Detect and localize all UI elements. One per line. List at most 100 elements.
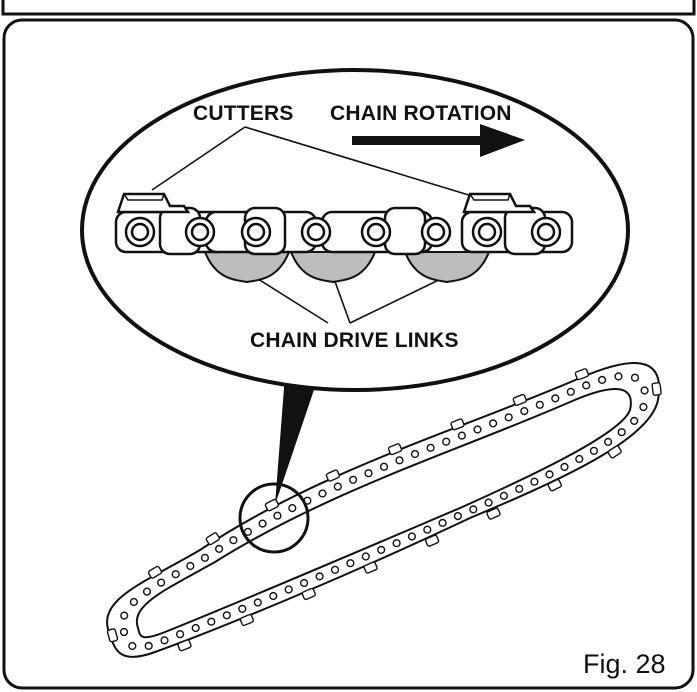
chain-loop	[106, 362, 662, 658]
zoom-circle	[238, 482, 310, 554]
chain-rivet	[186, 561, 195, 571]
chain-rivet	[551, 394, 560, 403]
chain-rivet	[346, 559, 355, 568]
cutters-label: CUTTERS	[193, 102, 294, 125]
chain-rivet	[469, 505, 478, 514]
chain-rivet	[520, 407, 529, 416]
chain-rivet	[120, 611, 129, 620]
chain-rivet	[582, 381, 591, 390]
chain-cutter	[264, 498, 280, 512]
chain-cutter	[424, 534, 440, 547]
chain-rivet	[253, 598, 262, 607]
chain-rivet	[142, 587, 152, 596]
chain-rivet	[438, 518, 447, 528]
chain-rivet	[128, 641, 137, 651]
chain-rivet	[630, 416, 639, 426]
chain-rivet	[504, 413, 513, 422]
right-arrow-icon	[352, 124, 525, 157]
chain-cutter	[607, 445, 622, 459]
rivet-inner	[366, 222, 386, 242]
chain-rivet	[176, 630, 185, 639]
chain-rivet	[639, 402, 648, 412]
chain-rivet	[157, 578, 166, 587]
cutter-tooth-edge	[123, 193, 165, 201]
chain-rivet	[288, 504, 297, 513]
chain-rivet	[222, 611, 231, 620]
callout-pointer	[275, 362, 318, 505]
chain-cutter	[301, 587, 316, 601]
chain-rivet	[489, 419, 498, 428]
chain-rivet	[457, 431, 467, 440]
chain-rivet	[530, 477, 539, 486]
chain-rivet	[515, 484, 524, 493]
chain-rivet	[617, 428, 626, 437]
chain-rivet	[200, 553, 210, 562]
rivet-inner	[130, 222, 150, 242]
chain-cutter	[387, 443, 403, 456]
chain-cutter	[205, 532, 220, 546]
chain-rivet	[410, 449, 420, 459]
chain-rivet	[171, 570, 180, 579]
rivet-inner	[246, 222, 266, 242]
chain-cutter	[147, 565, 163, 579]
header-strip	[1, 0, 696, 16]
chain-rivet	[330, 565, 340, 574]
drive-link-tang	[203, 251, 291, 284]
chain-rivet	[258, 519, 267, 528]
chain-rivet	[191, 623, 200, 633]
rivet-inner	[536, 222, 556, 242]
chain-rivet	[349, 475, 358, 484]
chain-rivet	[243, 527, 253, 536]
chain-cutter	[651, 382, 662, 396]
chain-rivet	[318, 489, 327, 498]
chain-cutter	[450, 418, 465, 431]
chain-cutter	[325, 469, 341, 482]
chain-rivet	[300, 578, 309, 588]
chain-rivet	[119, 627, 129, 637]
cutter-tooth-edge	[469, 193, 511, 201]
chain-rivet	[560, 462, 569, 472]
chain-rivet	[640, 386, 649, 395]
chain-cutter	[486, 507, 501, 520]
chain-rivet	[215, 544, 224, 554]
chain-rivet	[575, 454, 584, 464]
chain-rivet	[473, 425, 482, 434]
chain-rivet	[407, 532, 417, 541]
drive-link-tang	[403, 251, 491, 284]
chain-rivet	[630, 373, 640, 382]
drive-link-tang	[289, 251, 377, 284]
chain-rivet	[284, 585, 293, 594]
chain-rivet	[364, 469, 373, 478]
chain-rotation-label: CHAIN ROTATION	[330, 102, 512, 125]
rivet-inner	[426, 222, 446, 242]
chain-rivet	[129, 597, 139, 607]
chain-rivet	[535, 400, 544, 409]
chain-rivet	[207, 617, 216, 626]
chain-rivet	[484, 498, 493, 507]
chain-cutter	[512, 393, 527, 406]
chain-rivet	[442, 437, 451, 446]
chain-rivet	[545, 470, 554, 479]
chain-rivet	[269, 591, 278, 601]
chain-loop-inner	[135, 387, 632, 639]
magnified-chain-segment	[114, 192, 574, 284]
chain-cutter	[363, 561, 378, 574]
chain-cutter	[547, 478, 562, 492]
rivet-inner	[190, 222, 210, 242]
chain-cutter	[106, 628, 119, 643]
chain-rivet	[377, 545, 386, 555]
chain-rivet	[453, 511, 463, 521]
chain-rivet	[589, 446, 599, 455]
chain-drive-links-label: CHAIN DRIVE LINKS	[250, 329, 459, 352]
chain-rivet	[614, 372, 623, 381]
rivet-inner	[477, 222, 497, 242]
chain-rivet	[333, 482, 342, 491]
chain-cutter	[177, 639, 192, 652]
chain-rivet	[229, 536, 238, 545]
chain-rivet	[566, 387, 575, 396]
chain-rivet	[144, 641, 153, 651]
chain-rivet	[160, 636, 169, 645]
chain-rivet	[238, 604, 247, 614]
chain-rivet	[361, 552, 370, 561]
